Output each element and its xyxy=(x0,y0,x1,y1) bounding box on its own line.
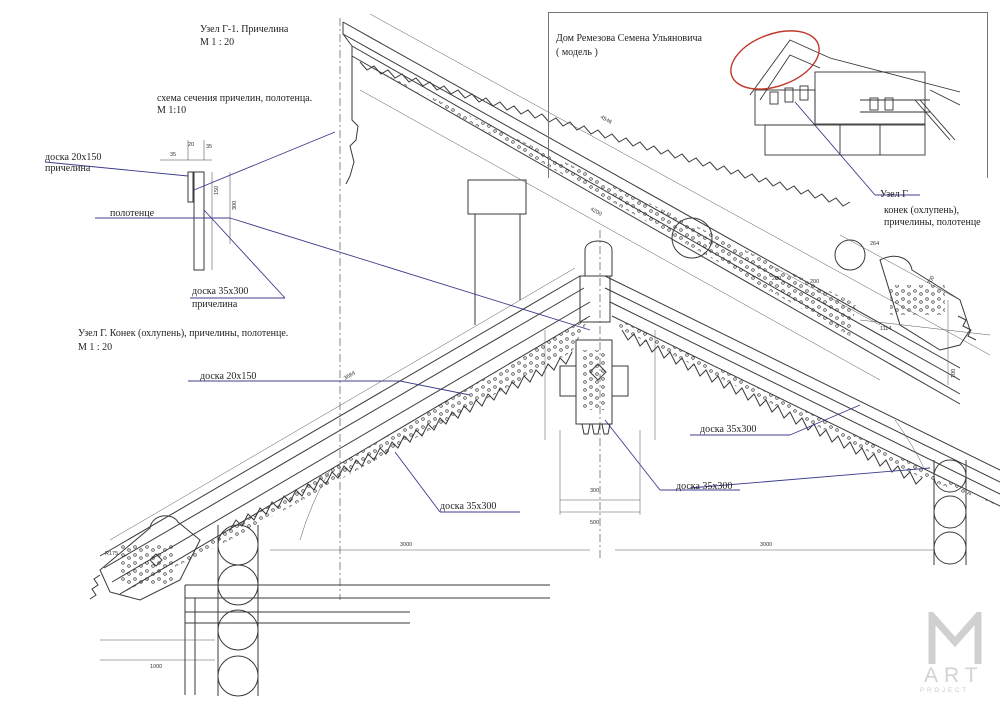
m-logo-mark xyxy=(928,612,982,664)
dim-4200: 4200 xyxy=(589,207,603,218)
chimney xyxy=(467,179,527,215)
callout-pricheLina-b: причелина xyxy=(192,299,238,310)
callout-board-35x300-b: доска 35х300 xyxy=(440,501,497,512)
node-g1-drawing xyxy=(339,18,977,600)
dim-1000: 1000 xyxy=(150,664,162,670)
dim-35b: 35 xyxy=(206,144,212,150)
dim-500: 500 xyxy=(590,520,599,526)
dim-3000a: 3000 xyxy=(400,542,412,548)
node-g-scale: М 1 : 20 xyxy=(78,342,113,353)
dimension-lines-lower xyxy=(100,267,935,661)
dim-35a: 35 xyxy=(170,152,176,158)
callout-node-g-desc-1: конек (охлупень), xyxy=(884,205,960,216)
leader-lines xyxy=(44,101,931,513)
dim-4546: 4546 xyxy=(599,115,613,126)
section-scale: М 1:10 xyxy=(157,105,187,116)
callout-board-35x300-a: доска 35х300 xyxy=(192,286,249,297)
dim-150: 150 xyxy=(214,186,220,195)
m-art-project-logo: ART PROJECT xyxy=(918,612,992,700)
section-scheme xyxy=(160,140,231,271)
node-g1-title: Узел Г-1. Причелина xyxy=(200,24,289,35)
callout-board-35x300-c: доска 35х300 xyxy=(700,424,757,435)
dim-100: 100 xyxy=(951,369,957,378)
callout-board-20x150-b: доска 20х150 xyxy=(200,371,257,382)
dim-3684: 3684 xyxy=(343,370,357,381)
model-frame xyxy=(548,12,988,178)
dim-R175: R175 xyxy=(105,551,118,557)
dim-200b: 200 xyxy=(810,279,819,285)
callout-polotence: полотенце xyxy=(110,208,155,219)
logo-sub: PROJECT xyxy=(920,688,970,694)
dim-300: 300 xyxy=(232,201,238,210)
callout-board-35x300-d: доска 35х300 xyxy=(676,481,733,492)
dim-264: 264 xyxy=(870,241,879,247)
dim-20: 20 xyxy=(188,142,194,148)
zigzag-edge-right xyxy=(621,329,923,485)
node-g-drawing xyxy=(89,240,1000,697)
node-g1-scale: М 1 : 20 xyxy=(200,37,235,48)
node-g-title: Узел Г. Конек (охлупень), причелины, пол… xyxy=(78,328,289,339)
ridge-cap xyxy=(584,240,613,277)
model-caption-1: Дом Ремезова Семена Ульяновича xyxy=(556,33,702,44)
dim-200a: 200 xyxy=(772,276,781,282)
dim-1114: 1114 xyxy=(880,326,891,332)
dim-700: 700 xyxy=(927,275,937,286)
highlight-ellipse xyxy=(730,30,820,90)
model-caption-2: ( модель ) xyxy=(556,47,598,58)
callout-node-g: Узел Г xyxy=(880,189,908,200)
house-model-sketch xyxy=(749,39,961,156)
dimension-lines-upper xyxy=(359,13,991,385)
callout-pricheLina-a: причелина xyxy=(45,163,91,174)
logo-word: ART xyxy=(924,664,984,687)
callout-board-20x150-a: доска 20х150 xyxy=(45,152,102,163)
dim-300b: 300 xyxy=(590,488,599,494)
section-title: схема сечения причелин, полотенца. xyxy=(157,93,313,104)
callout-node-g-desc-2: причелины, полотенце xyxy=(884,217,981,228)
zigzag-edge-upper xyxy=(359,61,851,207)
dim-3000b: 3000 xyxy=(760,542,772,548)
